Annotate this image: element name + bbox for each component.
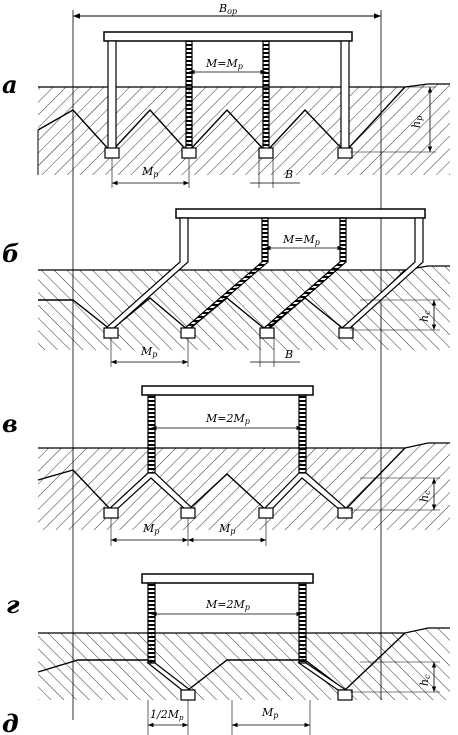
panel-b-top-beam bbox=[175, 208, 426, 219]
panel-a-pitch-label: Mр bbox=[141, 165, 158, 179]
panel-a-pillar bbox=[107, 40, 117, 150]
panel-c: в M=2Mр Mр Mр hс bbox=[2, 385, 450, 546]
panel-a-top-beam bbox=[103, 31, 353, 42]
panel-a-span-label: M=Mр bbox=[205, 57, 243, 71]
panel-a-soil bbox=[38, 84, 450, 175]
panel-a-depth-label: hр bbox=[410, 116, 424, 128]
panel-d: г M=2Mр 1/2Mр Mр hс bbox=[6, 573, 450, 735]
panel-a-pillar bbox=[185, 40, 193, 150]
panel-c-pillar bbox=[147, 394, 156, 474]
panel-a-pillar bbox=[262, 40, 270, 150]
panel-d-soil bbox=[38, 628, 450, 700]
panel-d-letter: г bbox=[6, 590, 20, 619]
panel-b-width-label: B bbox=[284, 348, 293, 361]
panel-c-pillar bbox=[298, 394, 307, 474]
panel-d-top-beam bbox=[141, 573, 314, 584]
panel-e-letter: д bbox=[2, 709, 19, 735]
panel-d-pitch-label: Mр bbox=[261, 706, 278, 720]
panel-b: б M=Mр Mр B hс bbox=[2, 208, 450, 367]
panel-d-depth-label: hс bbox=[418, 674, 432, 686]
panel-c-top-beam bbox=[141, 385, 314, 396]
panel-c-span-label: M=2Mр bbox=[205, 412, 250, 426]
panel-c-pitch-label-2: Mр bbox=[218, 522, 235, 536]
panel-a-letter: а bbox=[2, 70, 18, 99]
panel-d-pillar bbox=[147, 582, 156, 664]
panel-d-span-label: M=2Mр bbox=[205, 598, 250, 612]
panel-c-letter: в bbox=[2, 409, 18, 438]
panel-a-pillar bbox=[340, 40, 350, 150]
panel-c-depth-label: hс bbox=[418, 490, 432, 502]
overall-width-label: Bор bbox=[218, 2, 237, 16]
panel-a-width-label: B bbox=[284, 168, 293, 181]
panel-c-soil bbox=[38, 443, 450, 530]
panel-d-pillar bbox=[298, 582, 307, 664]
panel-c-pitch-label-1: Mр bbox=[142, 522, 159, 536]
panel-d-half-label: 1/2Mр bbox=[150, 708, 184, 722]
panel-b-depth-label: hс bbox=[418, 310, 432, 322]
panel-b-span-label: M=Mр bbox=[282, 233, 320, 247]
panel-a: а M=Mр Mр B hр bbox=[2, 31, 450, 188]
panel-b-pitch-label: Mр bbox=[140, 345, 157, 359]
panel-a-trench-profile bbox=[37, 86, 406, 154]
panel-b-letter: б bbox=[2, 239, 19, 268]
